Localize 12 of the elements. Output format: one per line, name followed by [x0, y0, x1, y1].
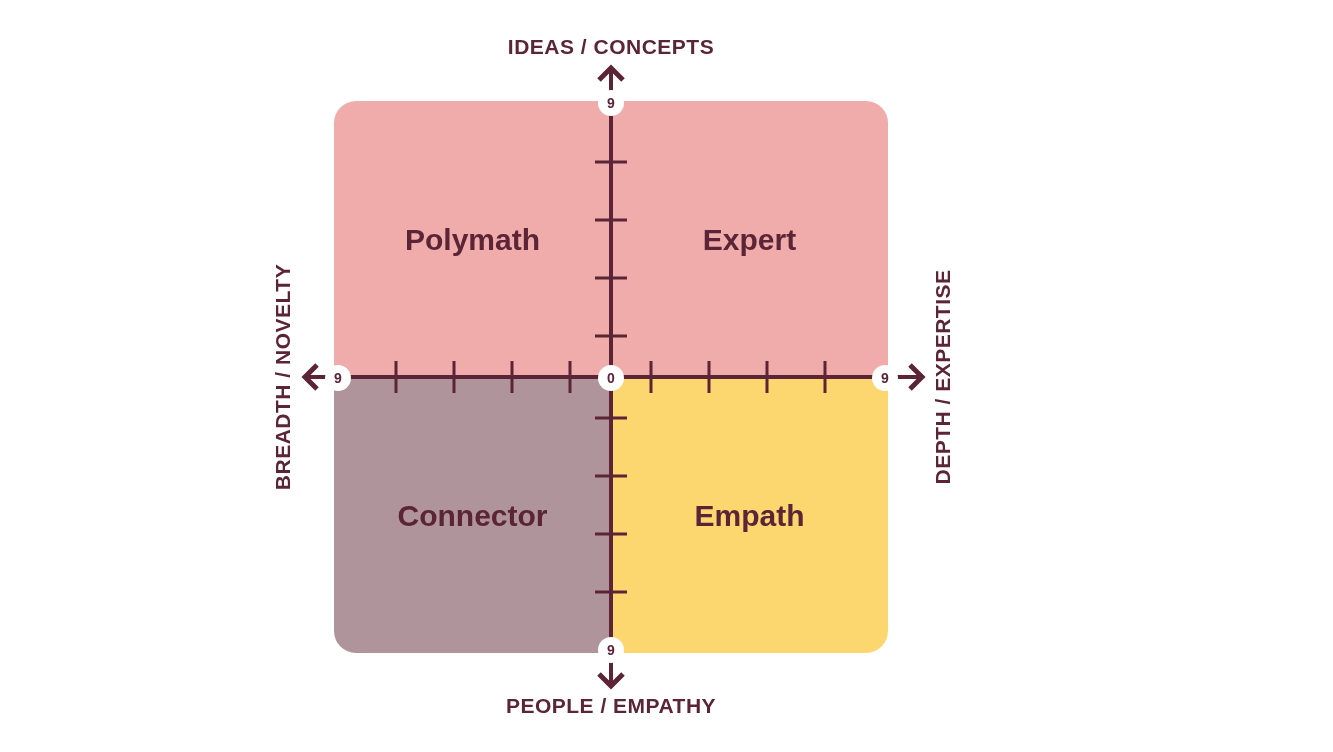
- axis-label: BREADTH / NOVELTY: [270, 263, 296, 491]
- quadrant-label: Polymath: [405, 221, 540, 258]
- quadrant-label: Empath: [694, 497, 805, 534]
- scale-number: 9: [872, 365, 898, 391]
- quadrant-label: Expert: [702, 221, 797, 258]
- axis-label: DEPTH / EXPERTISE: [930, 269, 956, 485]
- scale-number: 9: [325, 365, 351, 391]
- axis-label: PEOPLE / EMPATHY: [505, 693, 717, 720]
- scale-number: 9: [598, 637, 624, 663]
- scale-number: 9: [598, 90, 624, 116]
- axis-label: IDEAS / CONCEPTS: [507, 34, 715, 61]
- quadrant-label: Connector: [397, 497, 548, 534]
